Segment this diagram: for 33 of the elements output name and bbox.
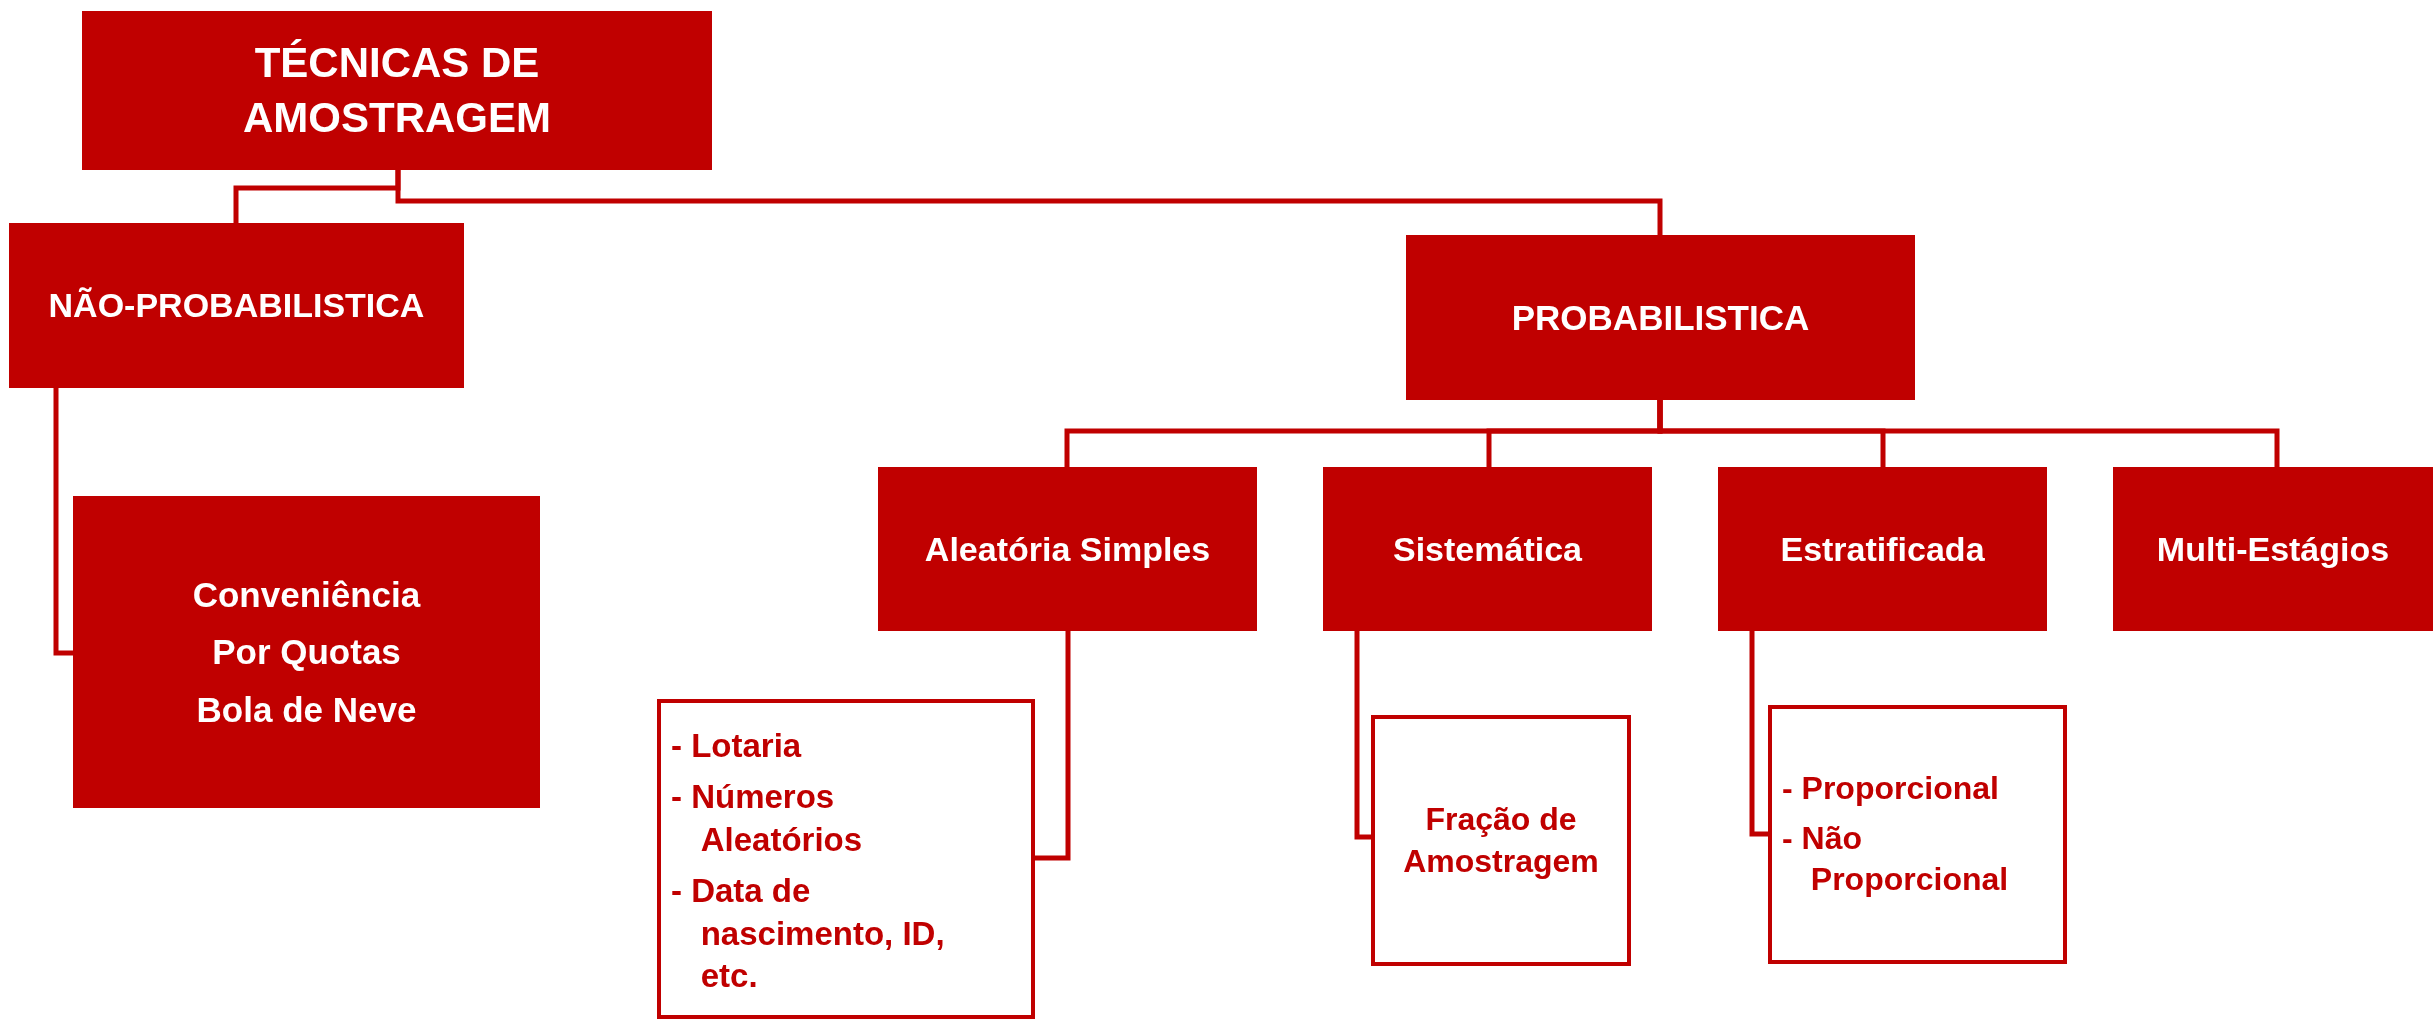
box-label: NÃO-PROBABILISTICA (48, 285, 425, 327)
box-label: Bola de Neve (196, 688, 417, 731)
connector-line (395, 170, 1663, 235)
box-label: Estratificada (1780, 528, 1985, 570)
category-box (9, 223, 464, 388)
box-label: Aleatória Simples (924, 528, 1211, 570)
connector-line (1354, 631, 1371, 840)
connector-line (1657, 400, 2280, 467)
box-label: Conveniência (192, 573, 421, 616)
box-label: - Números Aleatórios (671, 776, 864, 860)
box-label: Fração de Amostragem (1402, 799, 1600, 881)
category-box (878, 467, 1257, 631)
box-label: Multi-Estágios (2156, 528, 2390, 570)
box-label: - Data de nascimento, ID, etc. (671, 870, 946, 997)
item-list-box (657, 699, 1035, 1019)
box-label: - Proporcional (1782, 769, 2000, 809)
category-box (1406, 235, 1915, 400)
box-label: TÉCNICAS DE AMOSTRAGEM (242, 37, 552, 143)
box-label: Sistemática (1393, 528, 1582, 570)
box-label: - Lotaria (671, 726, 803, 766)
category-box (2113, 467, 2433, 631)
box-label: Por Quotas (212, 631, 401, 674)
connector-line (1035, 631, 1071, 861)
category-box (1718, 467, 2047, 631)
box-label: - Não Proporcional (1782, 818, 2010, 900)
category-box (73, 496, 540, 808)
item-list-box (1371, 715, 1631, 966)
connector-line (1749, 631, 1768, 837)
item-list-box (1768, 705, 2067, 964)
category-box (82, 11, 712, 170)
box-label: PROBABILISTICA (1511, 296, 1810, 339)
category-box (1323, 467, 1652, 631)
connector-line (53, 388, 73, 656)
